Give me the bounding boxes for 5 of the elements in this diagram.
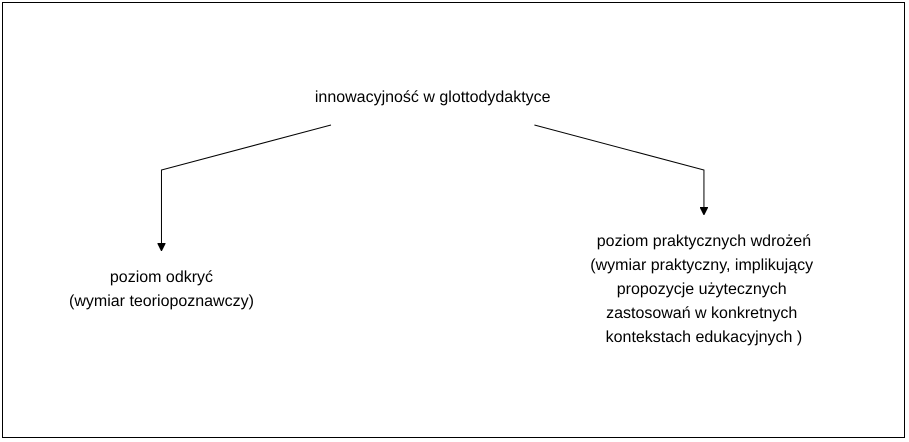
arrow [157, 124, 332, 252]
arrow [534, 124, 708, 216]
node-text: poziom praktycznych wdrożeń (wymiar praktyczny, implikujący propozycje użytecznych zastosowań w konkretnych kontekstach edukacyjnych ) [590, 233, 814, 346]
node-text: innowacyjność w glottodydaktyce [314, 89, 551, 106]
node-text: poziom odkryć (wymiar teoriopoznawczy) [69, 269, 254, 310]
